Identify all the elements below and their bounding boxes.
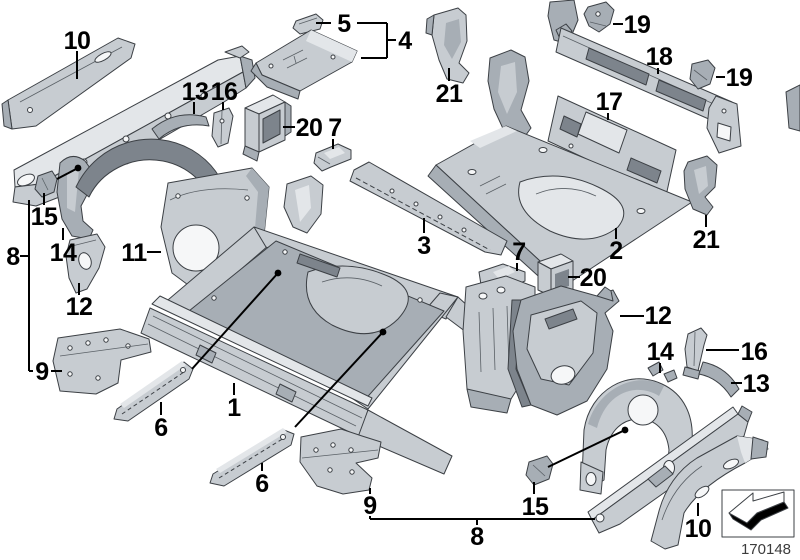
part-21-bracket-right [683, 155, 718, 216]
part-label-13-left: 13 [182, 78, 209, 106]
part-label-1: 1 [227, 394, 241, 422]
view-direction-legend [721, 489, 795, 538]
part-label-11-left: 11 [121, 239, 147, 267]
part-15-clip-left [34, 170, 58, 198]
part-16-plate-left [211, 107, 234, 148]
part-7-bracket-left [313, 143, 352, 172]
part-19-gusset-right [689, 59, 716, 90]
part-label-6-front-right: 6 [255, 470, 268, 498]
part-17-rear-panel-lower [487, 49, 677, 197]
part-label-15-right: 15 [522, 493, 549, 521]
leader-line-15-right [547, 429, 626, 468]
mount-point-dot-15-left [74, 164, 82, 172]
part-label-7-right: 7 [512, 238, 525, 266]
part-8-rail-right [587, 405, 753, 534]
part-label-12-right: 12 [645, 302, 672, 330]
part-label-14-right: 14 [647, 338, 674, 366]
part-label-5: 5 [337, 10, 351, 38]
mount-point-dot-6-front-left [274, 269, 282, 277]
part-20-bracket-left [242, 94, 292, 162]
part-11-wheelhouse-left [75, 138, 270, 294]
part-label-16-left: 16 [211, 78, 238, 106]
part-9-bracket-left [52, 328, 152, 395]
part-label-3: 3 [417, 232, 430, 260]
mount-point-dot-15-right [621, 426, 629, 434]
part-9-bracket-right [299, 428, 382, 495]
part-label-9-left: 9 [35, 358, 48, 386]
wheelhouse-hole [172, 224, 220, 272]
part-13-strip-right [698, 361, 740, 398]
part-label-10-right: 10 [685, 515, 712, 543]
part-label-18: 18 [646, 43, 673, 71]
part-16-bracket-right [682, 327, 708, 380]
part-19-gusset-top [583, 1, 615, 33]
part-label-17: 17 [596, 88, 623, 116]
part-label-4: 4 [398, 27, 412, 55]
view-direction-icon-face [728, 491, 785, 524]
part-13-strip-left [151, 114, 210, 140]
part-label-7-left: 7 [328, 114, 341, 142]
part-label-12-left: 12 [66, 293, 93, 321]
part-12-bracket-left [65, 233, 106, 294]
part-4-floor-panel [250, 29, 358, 100]
part-label-14-left: 14 [50, 239, 77, 267]
part-18-rear-panel-upper [555, 23, 742, 154]
part-label-6-front-left: 6 [154, 414, 167, 442]
part-3-sill-strip [349, 161, 508, 256]
part-label-13-right: 13 [743, 370, 770, 398]
part-label-20-left: 20 [296, 114, 323, 142]
wheel-arch-hole [627, 394, 659, 426]
part-label-2: 2 [609, 237, 622, 265]
part-fragment-right-edge [785, 84, 800, 132]
part-label-9-right: 9 [363, 492, 376, 520]
part-label-19-right: 19 [726, 64, 753, 92]
part-label-21-right: 21 [693, 226, 720, 254]
part-label-15-left: 15 [31, 203, 58, 231]
mount-point-dot-6-front-right [379, 328, 387, 336]
part-12-wheelhouse-right [507, 285, 620, 416]
leader-line-6-front-left [191, 272, 279, 370]
part-label-10-left: 10 [64, 27, 91, 55]
part-label-8-left: 8 [6, 243, 20, 271]
part-label-19-top: 19 [624, 11, 651, 39]
part-label-16-right: 16 [741, 338, 768, 366]
part-label-21-left: 21 [436, 80, 463, 108]
part-label-20-right: 20 [580, 264, 607, 292]
part-6-rail-front-right [209, 428, 295, 487]
part-label-8-bottom: 8 [470, 523, 484, 551]
part-15-clip-right [525, 455, 554, 486]
drawing-number: 170148 [741, 541, 791, 558]
part-21-bracket-left-top [425, 7, 470, 84]
part-5-bracket [292, 13, 324, 35]
part-1-floor-frame [140, 175, 506, 475]
leader-line-6-front-right [294, 331, 384, 428]
part-10-rail-right [650, 435, 769, 550]
part-10-rail-left [1, 37, 136, 130]
part-6-rail-front-left [113, 361, 194, 422]
leader-line-15-left [56, 167, 79, 180]
